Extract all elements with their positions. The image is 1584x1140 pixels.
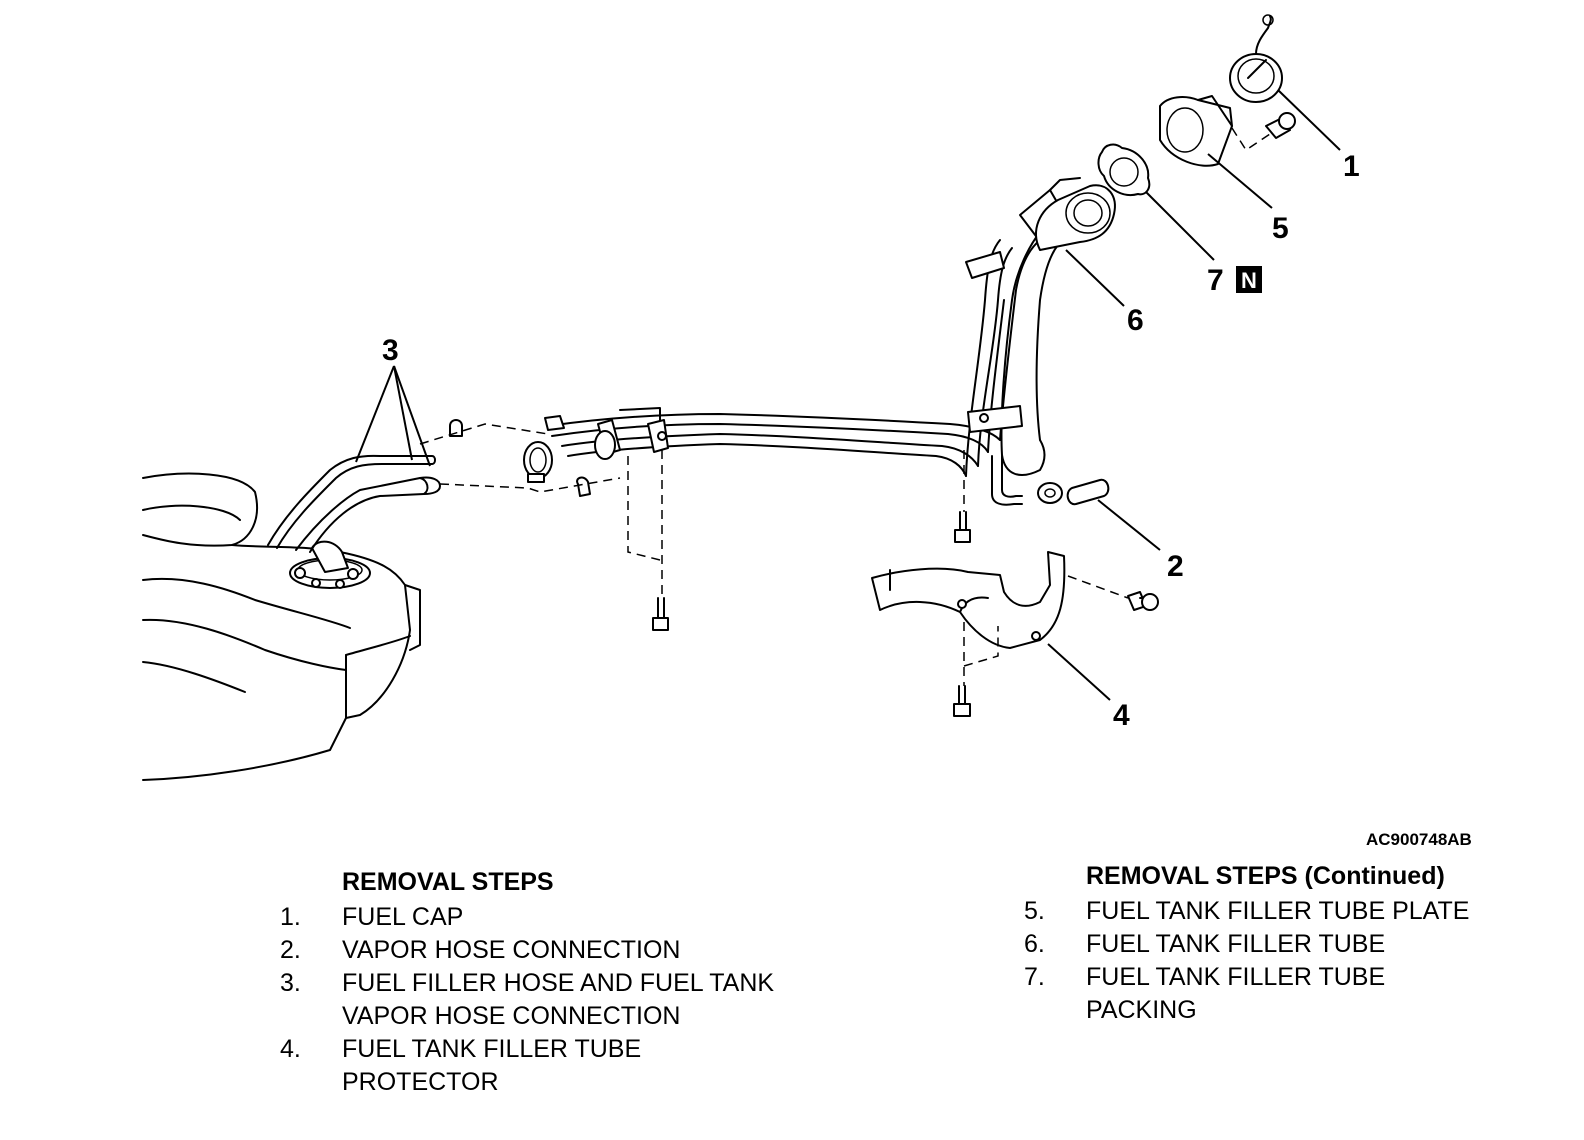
step-row: 4. FUEL TANK FILLER TUBE PROTECTOR [280,1033,780,1099]
step-number: 2. [280,936,301,964]
filler-tube-packing [1097,143,1151,196]
step-text: FUEL TANK FILLER TUBE PLATE [1086,897,1470,925]
removal-steps: REMOVAL STEPS 1. FUEL CAP 2. VAPOR HOSE … [280,868,780,1099]
step-row: 6. FUEL TANK FILLER TUBE [1024,928,1544,961]
filler-tube-plate [1159,95,1233,167]
callout-4: 4 [1113,699,1130,732]
step-text: FUEL CAP [342,903,464,931]
filler-and-vapor-hoses [267,454,441,553]
figure-code: AC900748AB [1366,830,1472,849]
step-text: FUEL TANK FILLER TUBE PACKING [1086,963,1386,1024]
step-number: 6. [1024,930,1045,958]
step-text: FUEL FILLER HOSE AND FUEL TANK VAPOR HOS… [342,969,775,1030]
vapor-hose [1037,478,1110,506]
callout-3: 3 [382,334,399,367]
step-number: 4. [280,1035,301,1063]
step-number: 7. [1024,963,1045,991]
callout-7: 7 [1207,264,1224,297]
callout-2: 2 [1167,550,1184,583]
step-row: 7. FUEL TANK FILLER TUBE PACKING [1024,961,1544,1027]
new-part-badge [1236,266,1262,293]
step-text: FUEL TANK FILLER TUBE [1086,930,1386,958]
step-row: 2. VAPOR HOSE CONNECTION [280,934,780,967]
callout-5: 5 [1272,212,1289,245]
new-part-badge-label: N [1241,268,1257,293]
callout-6: 6 [1127,304,1144,337]
step-row: 1. FUEL CAP [280,901,780,934]
fuel-tank [142,472,421,781]
step-number: 1. [280,903,301,931]
step-number: 5. [1024,897,1045,925]
leader-lines [355,89,1341,701]
fuel-tank-filler-tube [544,177,1116,506]
bolts [652,112,1296,717]
step-number: 3. [280,969,301,997]
callout-1: 1 [1343,150,1360,183]
step-text: VAPOR HOSE CONNECTION [342,936,681,964]
exploded-parts-diagram: 1 2 3 4 5 6 7 N [142,14,1360,781]
fuel-cap [1229,14,1283,103]
step-text: FUEL TANK FILLER TUBE PROTECTOR [342,1035,642,1096]
installation-guide-lines [419,127,1271,686]
removal-steps-continued-heading: REMOVAL STEPS (Continued) [1086,862,1445,890]
hose-clamps [449,419,616,497]
removal-steps-continued: REMOVAL STEPS (Continued) 5. FUEL TANK F… [1024,862,1544,1027]
step-row: 5. FUEL TANK FILLER TUBE PLATE [1024,895,1544,928]
fuel-tank-filler-tube-protector [871,551,1066,649]
removal-steps-heading: REMOVAL STEPS [342,868,554,896]
step-row: 3. FUEL FILLER HOSE AND FUEL TANK VAPOR … [280,967,780,1033]
